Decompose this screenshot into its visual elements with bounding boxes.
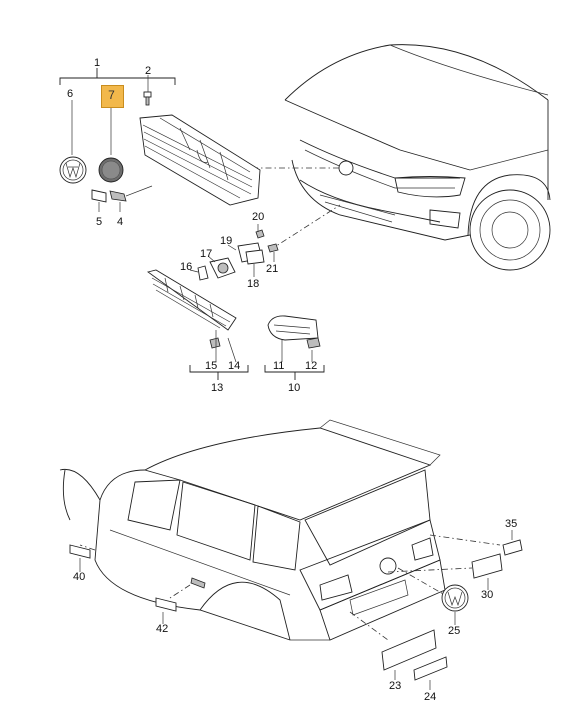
fog-grille-part bbox=[264, 315, 325, 380]
callout-bracket-1 bbox=[59, 68, 176, 155]
callout-4: 4 bbox=[117, 216, 123, 228]
callout-15: 15 bbox=[205, 360, 217, 372]
callout-5: 5 bbox=[96, 216, 102, 228]
callout-7-highlighted[interactable]: 7 bbox=[108, 88, 115, 102]
callout-20: 20 bbox=[252, 211, 264, 223]
callout-40: 40 bbox=[73, 571, 85, 583]
callout-30: 30 bbox=[481, 589, 493, 601]
callout-21: 21 bbox=[266, 263, 278, 275]
callout-23: 23 bbox=[389, 680, 401, 692]
callout-19: 19 bbox=[220, 235, 232, 247]
callout-18: 18 bbox=[247, 278, 259, 290]
label-plate-part bbox=[91, 185, 153, 212]
callout-42: 42 bbox=[156, 623, 168, 635]
callout-14: 14 bbox=[228, 360, 240, 372]
vw-emblem-part bbox=[59, 156, 87, 184]
car-rear-illustration bbox=[59, 419, 446, 641]
callout-13: 13 bbox=[211, 382, 223, 394]
rear-badges-parts bbox=[69, 530, 523, 690]
callout-17: 17 bbox=[200, 248, 212, 260]
highlight-callout-box bbox=[101, 85, 124, 108]
callout-35: 35 bbox=[505, 518, 517, 530]
lower-grille-part bbox=[146, 269, 249, 380]
bolt-part bbox=[143, 75, 152, 106]
callout-10: 10 bbox=[288, 382, 300, 394]
callout-6: 6 bbox=[67, 88, 73, 100]
callout-2: 2 bbox=[145, 65, 151, 77]
callout-25: 25 bbox=[448, 625, 460, 637]
car-front-illustration bbox=[284, 44, 551, 271]
callout-labels: 1 2 6 5 4 20 19 17 16 21 18 15 14 13 11 … bbox=[67, 57, 517, 703]
callout-16: 16 bbox=[180, 261, 192, 273]
sensor-bracket-parts bbox=[189, 224, 279, 281]
callout-11: 11 bbox=[273, 360, 284, 372]
upper-grille-part bbox=[139, 114, 261, 206]
callout-24: 24 bbox=[424, 691, 436, 703]
callout-1: 1 bbox=[94, 57, 100, 69]
mesh-disc-part bbox=[98, 157, 124, 183]
callout-12: 12 bbox=[305, 360, 317, 372]
